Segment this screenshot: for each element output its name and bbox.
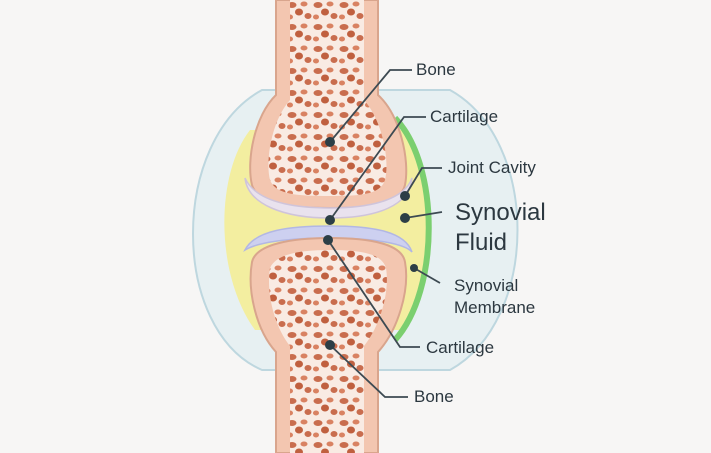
label-bone-bottom: Bone — [414, 387, 454, 406]
leader-synovial-fluid — [404, 211, 443, 219]
label-synovial-fluid: Synovial Fluid — [455, 198, 546, 258]
upper-bone-spongy — [268, 0, 387, 196]
pointer-dots — [323, 137, 418, 350]
synovial-membrane — [392, 115, 432, 343]
label-synovial-fluid-line1: Synovial — [455, 199, 546, 226]
label-cartilage-bottom: Cartilage — [426, 338, 495, 357]
upper-cartilage — [244, 177, 413, 219]
leader-cartilage-bottom — [327, 239, 420, 348]
dot-bone-bottom — [325, 340, 335, 350]
lower-bone-spongy — [268, 250, 387, 453]
label-joint-cavity: Joint Cavity — [448, 158, 536, 177]
dot-synovial-fluid — [400, 213, 410, 223]
label-synovial-membrane-line1: Synovial — [454, 276, 519, 295]
leader-bone-bottom — [329, 344, 408, 398]
leader-joint-cavity — [404, 167, 442, 197]
leader-bone-top — [329, 69, 412, 143]
dot-synovial-membrane — [410, 264, 418, 272]
label-synovial-fluid-line2: Fluid — [455, 229, 508, 256]
dot-bone-top — [325, 137, 335, 147]
label-synovial-membrane-line2: Membrane — [454, 298, 536, 317]
label-cartilage-top: Cartilage — [430, 107, 499, 126]
leader-lines — [327, 69, 443, 398]
dot-cartilage-bottom — [323, 235, 333, 245]
leader-synovial-membrane — [413, 267, 441, 284]
dot-joint-cavity — [400, 191, 410, 201]
leader-cartilage-top — [329, 116, 426, 221]
dot-cartilage-top — [325, 215, 335, 225]
label-bone-top: Bone — [416, 60, 456, 79]
label-synovial-membrane: Synovial Membrane — [454, 275, 535, 319]
